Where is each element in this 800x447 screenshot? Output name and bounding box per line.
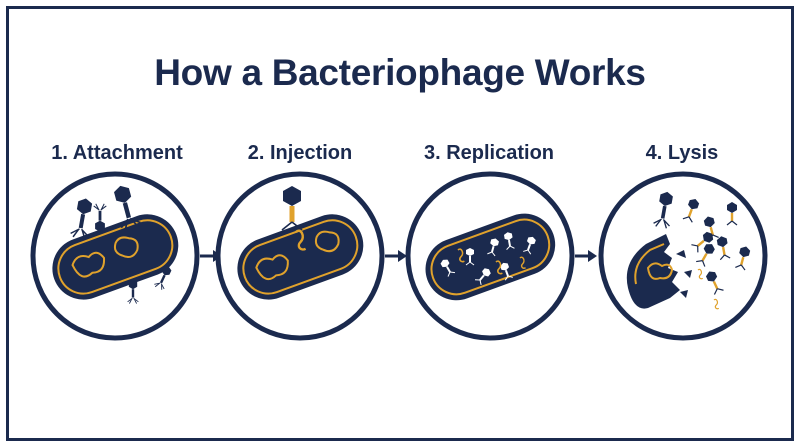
step-label-lysis: 4. Lysis <box>645 142 719 164</box>
diagram-frame <box>6 6 794 441</box>
arrow-right-icon <box>575 250 597 262</box>
bacterium <box>237 214 364 300</box>
step-label-replication: 3. Replication <box>423 142 555 164</box>
step-lysis-panel <box>598 171 768 341</box>
phage-icon <box>281 186 303 231</box>
step-label-attachment: 1. Attachment <box>51 142 183 164</box>
bacterium <box>425 213 556 301</box>
step-replication-panel <box>405 171 575 341</box>
step-attachment-panel <box>30 171 200 341</box>
diagram-title: How a Bacteriophage Works <box>154 52 646 93</box>
lysed-bacterium <box>626 234 692 309</box>
step-label-injection: 2. Injection <box>247 142 353 164</box>
arrow-right-icon <box>385 250 407 262</box>
step-injection-panel <box>215 171 385 341</box>
